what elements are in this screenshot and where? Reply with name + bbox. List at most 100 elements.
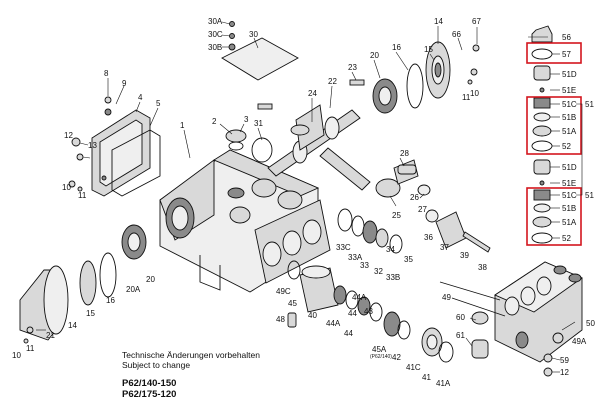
callout-52-lower: 52 — [562, 234, 571, 243]
callout-51D-upper: 51D — [562, 70, 577, 79]
model-list: P62/140-150 P62/175-120 — [122, 378, 176, 400]
callout-39: 39 — [460, 251, 469, 260]
notice-line-german: Technische Änderungen vorbehalten — [122, 350, 260, 360]
callout-30A: 30A — [208, 17, 223, 26]
callout-10-upper: 10 — [470, 89, 479, 98]
callout-50: 50 — [586, 319, 595, 328]
callout-44A-a: 44A — [326, 319, 341, 328]
callout-12-right: 12 — [560, 368, 569, 377]
callout-labels: 30A 30C 30B 30 14 67 66 15 16 20 23 22 2… — [12, 17, 595, 388]
callout-67: 67 — [472, 17, 481, 26]
callout-34: 34 — [386, 245, 395, 254]
callout-61: 61 — [456, 331, 465, 340]
callout-49: 49 — [442, 293, 451, 302]
callout-24: 24 — [308, 89, 317, 98]
callout-48: 48 — [276, 315, 285, 324]
upper-bearing-flange — [372, 41, 451, 114]
crankcase-body — [159, 149, 320, 293]
callout-51D-lower: 51D — [562, 163, 577, 172]
seal-stack-middle — [337, 208, 403, 254]
callout-25: 25 — [392, 211, 401, 220]
callout-11-lower: 11 — [26, 344, 35, 353]
callout-11-left: 11 — [78, 191, 87, 200]
callout-1: 1 — [180, 121, 185, 130]
callout-22: 22 — [328, 77, 337, 86]
callout-30: 30 — [249, 30, 258, 39]
callout-52-upper: 52 — [562, 142, 571, 151]
callout-51-upper: 51 — [585, 100, 594, 109]
callout-59: 59 — [560, 356, 569, 365]
callout-60: 60 — [456, 313, 465, 322]
callout-33A: 33A — [348, 253, 363, 262]
callout-14-upper: 14 — [434, 17, 443, 26]
callout-56: 56 — [562, 33, 571, 42]
callout-20A: 20A — [126, 285, 141, 294]
crankshaft — [267, 104, 361, 177]
callout-23: 23 — [348, 63, 357, 72]
callout-51B-lower: 51B — [562, 204, 576, 213]
callout-3: 3 — [244, 115, 249, 124]
callout-12-left: 12 — [64, 131, 73, 140]
callout-51E-upper: 51E — [562, 86, 576, 95]
top-plate — [221, 21, 299, 81]
misc-parts — [23, 44, 480, 344]
callout-30B: 30B — [208, 43, 222, 52]
rear-cover — [91, 108, 161, 197]
callout-20-upper: 20 — [370, 51, 379, 60]
callout-41: 41 — [422, 373, 431, 382]
callout-2: 2 — [212, 117, 217, 126]
callout-5: 5 — [156, 99, 161, 108]
callout-8: 8 — [104, 69, 109, 78]
callout-4: 4 — [138, 93, 143, 102]
callout-38: 38 — [478, 263, 487, 272]
plunger — [425, 209, 491, 253]
callout-49A: 49A — [572, 337, 587, 346]
callout-10-lower: 10 — [12, 351, 21, 360]
callout-9: 9 — [122, 79, 127, 88]
callout-15-upper: 15 — [424, 45, 433, 54]
side-bearing-cover — [19, 224, 147, 341]
callout-14-lower: 14 — [68, 321, 77, 330]
callout-45A-note: (P62/140) — [370, 354, 392, 360]
highlight-box-lower-valve — [526, 187, 582, 246]
callout-11-upper: 11 — [462, 93, 471, 102]
callout-51A-upper: 51A — [562, 127, 577, 136]
callout-57: 57 — [562, 50, 571, 59]
callout-30C: 30C — [208, 30, 223, 39]
callout-32: 32 — [374, 267, 383, 276]
callout-33C: 33C — [336, 243, 351, 252]
callout-37: 37 — [440, 243, 449, 252]
callout-51E-lower: 51E — [562, 179, 576, 188]
callout-21: 21 — [46, 331, 55, 340]
notice-line-english: Subject to change — [122, 360, 191, 370]
highlight-box-upper-valve — [526, 96, 582, 155]
callout-51B-upper: 51B — [562, 113, 576, 122]
callout-41C: 41C — [406, 363, 421, 372]
callout-35: 35 — [404, 255, 413, 264]
callout-51A-lower: 51A — [562, 218, 577, 227]
highlight-box-57 — [526, 42, 582, 64]
callout-40: 40 — [308, 311, 317, 320]
callout-45A: 45A — [372, 345, 387, 354]
callout-16-lower: 16 — [106, 296, 115, 305]
callout-49C: 49C — [276, 287, 291, 296]
callout-42: 42 — [392, 353, 401, 362]
model-p62-175-120: P62/175-120 — [122, 389, 177, 400]
callout-66: 66 — [452, 30, 461, 39]
callout-26: 26 — [410, 193, 419, 202]
callout-36: 36 — [424, 233, 433, 242]
callout-33B: 33B — [386, 273, 400, 282]
callout-51C-lower: 51C — [562, 191, 577, 200]
callout-43: 43 — [364, 307, 373, 316]
callout-27: 27 — [418, 205, 427, 214]
callout-44A-b: 44A — [352, 293, 367, 302]
pump-manifold — [439, 261, 583, 377]
callout-45: 45 — [288, 299, 297, 308]
callout-13: 13 — [88, 141, 97, 150]
piston-guide — [287, 260, 454, 363]
callout-15-lower: 15 — [86, 309, 95, 318]
callout-33: 33 — [360, 261, 369, 270]
callout-41A: 41A — [436, 379, 451, 388]
